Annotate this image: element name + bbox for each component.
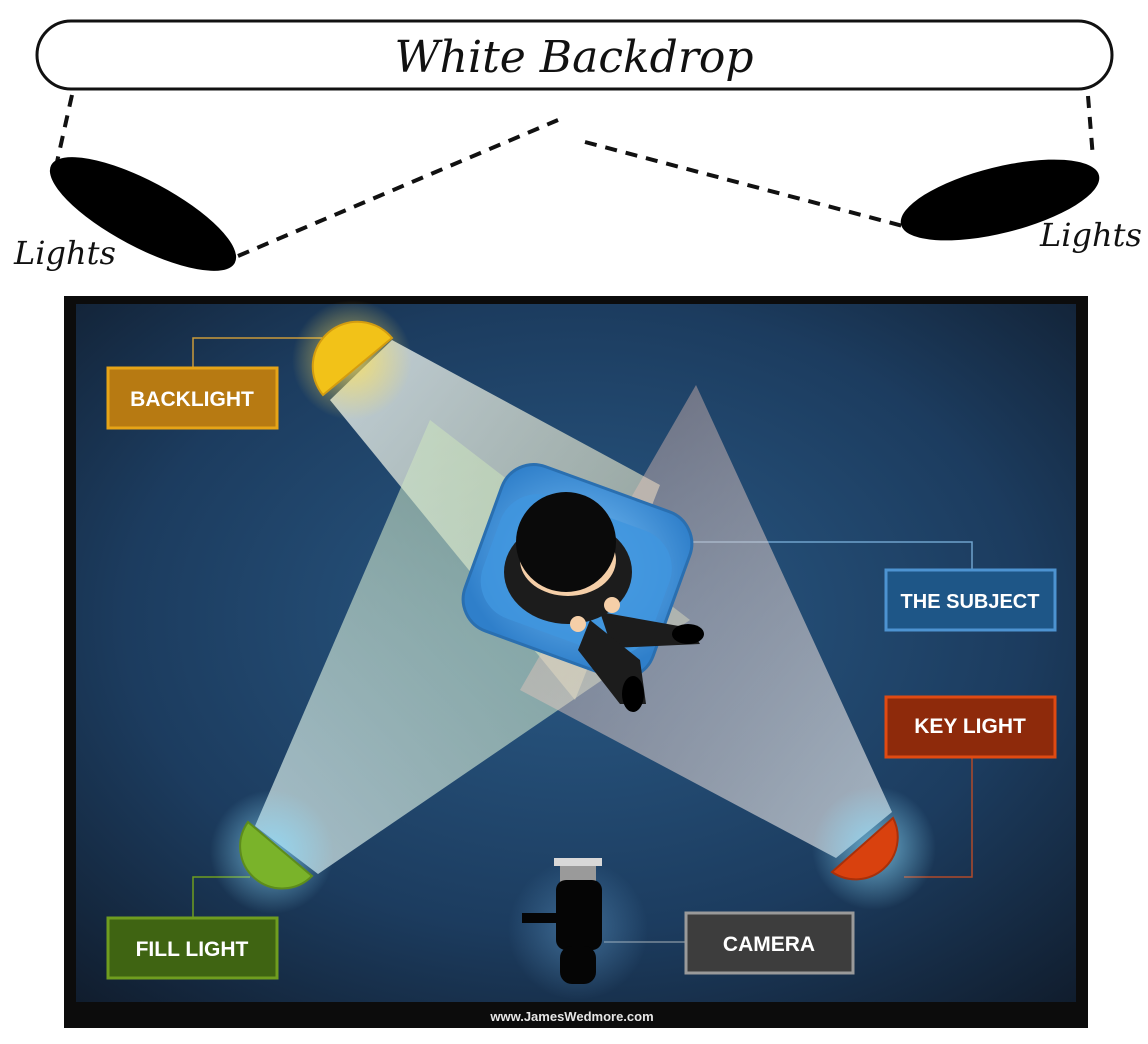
subject-hand-left — [570, 616, 586, 632]
key-light-lamp — [830, 816, 899, 881]
subject-hand-right — [604, 597, 620, 613]
subject-label: THE SUBJECT — [884, 568, 1057, 632]
key-light-label-text: KEY LIGHT — [914, 715, 1026, 738]
camera-base — [560, 946, 596, 984]
subject-label-text: THE SUBJECT — [901, 591, 1040, 613]
backlight-connector — [192, 337, 322, 368]
backlight-label: BACKLIGHT — [106, 366, 279, 430]
right-light-beam-line — [584, 140, 904, 228]
fill-light-beam — [255, 420, 690, 874]
camera-handle — [522, 913, 562, 923]
camera-lens-ring — [560, 866, 596, 882]
camera-label-text: CAMERA — [723, 933, 815, 956]
subject-shoe-left — [622, 676, 644, 712]
key-light-label: KEY LIGHT — [884, 695, 1057, 759]
fill-light-label: FILL LIGHT — [106, 916, 279, 980]
white-backdrop — [35, 19, 1114, 91]
fill-light-label-text: FILL LIGHT — [136, 938, 249, 961]
backlight-lamp — [311, 320, 394, 397]
backlight-label-text: BACKLIGHT — [130, 388, 254, 411]
camera-label: CAMERA — [684, 911, 855, 975]
left-light-shape — [49, 157, 237, 271]
left-light-label: Lights — [13, 234, 116, 272]
subject-connector — [690, 541, 973, 570]
light-direction-lines — [55, 94, 1095, 258]
camera-lens-top — [554, 858, 602, 866]
fill-light-lamp — [239, 820, 314, 890]
subject-shoe-right — [672, 624, 704, 644]
studio-diagram: BACKLIGHT THE SUBJECT KEY LIGHT FILL LIG… — [64, 296, 1088, 1028]
subject-head — [516, 492, 616, 592]
backdrop-label: White Backdrop — [394, 32, 753, 83]
footer-url: www.JamesWedmore.com — [489, 1009, 653, 1024]
right-light-label: Lights — [1039, 216, 1142, 254]
key-light-beam — [520, 385, 892, 858]
left-light-to-backdrop-line — [55, 94, 74, 163]
camera — [508, 858, 648, 1000]
top-sketch: White Backdrop Lights Lights — [13, 19, 1142, 272]
right-light-to-backdrop-line — [1086, 95, 1095, 159]
right-light-shape — [900, 159, 1100, 241]
subject — [461, 463, 704, 712]
camera-body — [556, 880, 602, 950]
left-light-beam-line — [237, 118, 559, 258]
